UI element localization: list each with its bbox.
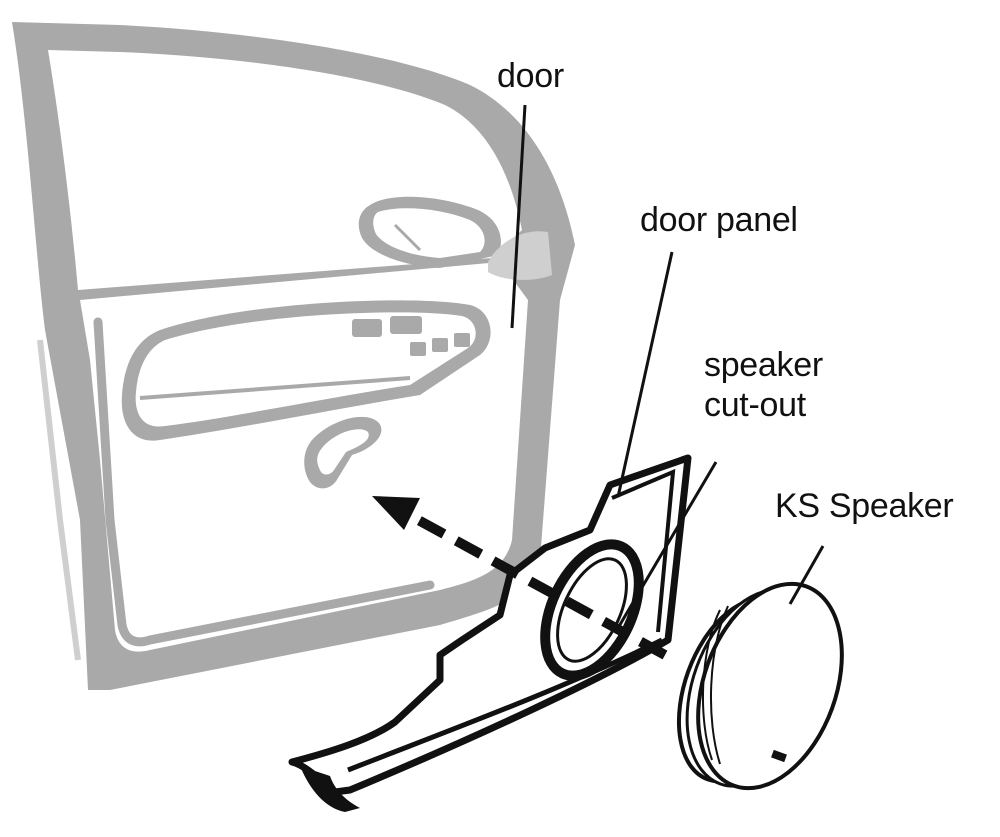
window-switch-4: [432, 338, 448, 352]
arrow-head-icon: [372, 496, 420, 530]
label-ks-speaker: KS Speaker: [775, 487, 954, 525]
label-speaker-cutout: speaker cut-out: [704, 345, 823, 425]
door-panel: [288, 454, 692, 812]
label-speaker-cutout-line2: cut-out: [704, 386, 806, 424]
door-panel-pocket: [347, 637, 664, 773]
armrest-top: [135, 312, 476, 427]
leader-ks-speaker: [788, 545, 825, 605]
window-switch-5: [454, 333, 470, 347]
leader-door: [510, 104, 527, 329]
window-switch-1: [352, 319, 382, 337]
label-door-panel: door panel: [640, 201, 798, 239]
door-handle-recess: [317, 429, 369, 475]
door-panel-rib: [611, 468, 676, 633]
car-door: [12, 22, 575, 690]
install-direction-arrow: [372, 496, 668, 660]
speaker-cutout-inner: [556, 557, 628, 663]
window-switch-3: [410, 342, 426, 356]
door-trim-line-outer: [37, 339, 81, 661]
label-door: door: [497, 57, 564, 95]
speaker-grille: [696, 581, 844, 791]
side-mirror-glass: [373, 208, 485, 258]
leader-speaker-cutout: [616, 461, 718, 629]
label-speaker-cutout-line1: speaker: [704, 346, 823, 384]
door-panel-base: [300, 766, 360, 812]
speaker-cutout-ring: [540, 539, 644, 681]
window-switch-2: [390, 316, 422, 334]
leader-door-panel: [616, 251, 674, 498]
side-mirror-mount: [488, 231, 552, 280]
door-trim-line: [93, 317, 435, 647]
ks-speaker: [676, 581, 844, 791]
